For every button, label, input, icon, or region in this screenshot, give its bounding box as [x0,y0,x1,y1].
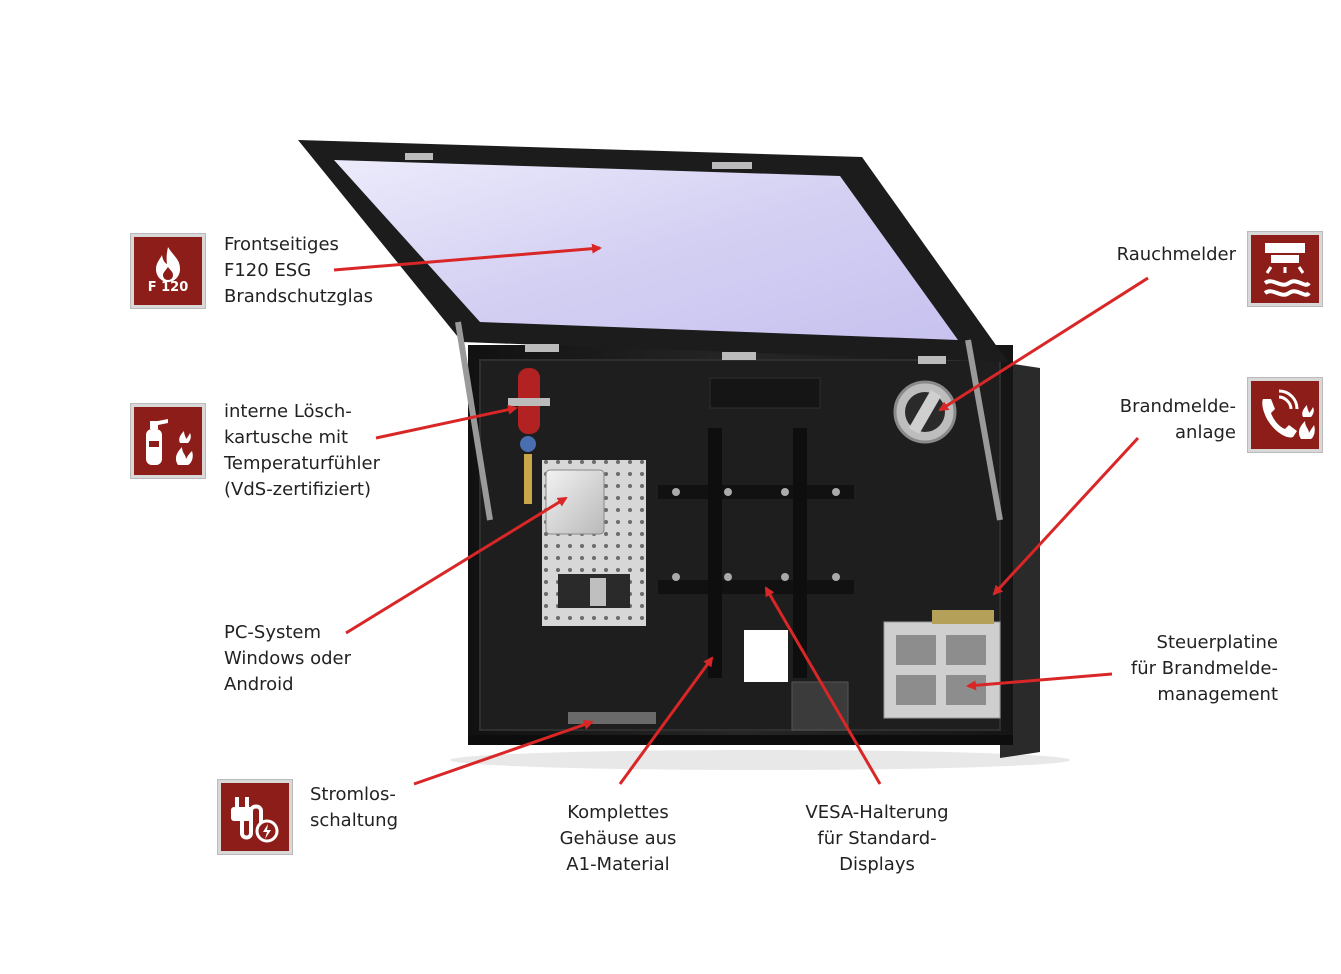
power-cutoff-strip [568,712,656,724]
label-vesa-line-3: Displays [839,854,915,875]
label-power: Stromlos- schaltung [310,782,398,834]
fire-phone-icon [1248,378,1322,452]
label-pc-line-2: Windows oder [224,648,351,669]
label-smoke-line-1: Rauchmelder [1116,244,1236,265]
arrow-power [413,719,594,786]
label-glass-line-2: F120 ESG [224,260,312,281]
arrow-glass [333,243,602,272]
label-glass: Frontseitiges F120 ESG Brandschutzglas [224,232,373,310]
gas-strut-right [965,339,1003,521]
label-board: Steuerplatine für Brandmelde- management [1100,630,1278,708]
label-pc-line-3: Android [224,674,294,695]
mounting-rail [709,377,821,409]
label-vesa-line-1: VESA-Halterung [805,802,949,823]
fire-icon: F 120 [131,234,205,308]
label-board-line-3: management [1157,684,1278,705]
label-board-line-2: für Brandmelde- [1130,658,1278,679]
arrow-extinguisher [375,404,518,440]
fire-icon-label: F 120 [147,280,189,295]
label-vesa-line-2: für Standard- [817,828,937,849]
label-alarm-line-1: Brandmelde- [1119,396,1236,417]
label-alarm-line-2: anlage [1175,422,1236,443]
label-glass-line-3: Brandschutzglas [224,286,374,307]
label-extinguisher-line-3: Temperaturfühler [224,453,380,474]
power-supply [791,681,849,731]
label-extinguisher: interne Lösch- kartusche mit Temperaturf… [224,399,380,503]
label-pc: PC-System Windows oder Android [224,620,351,698]
callout-arrows [333,243,1149,786]
label-housing: Komplettes Gehäuse aus A1-Material [548,800,688,878]
pc-panel [542,460,646,626]
label-extinguisher-line-2: kartusche mit [224,427,349,448]
arrow-alarm [992,436,1140,596]
label-power-line-2: schaltung [310,810,399,831]
label-housing-line-3: A1-Material [566,854,670,875]
floor-shadow [450,750,1070,770]
label-glass-line-1: Frontseitiges [224,234,339,255]
plug-icon [218,780,292,854]
label-housing-line-2: Gehäuse aus [559,828,677,849]
label-alarm: Brandmelde- anlage [1080,394,1236,446]
arrow-pc [345,496,568,635]
arrow-vesa [764,586,882,785]
arrow-smoke [938,276,1149,412]
smoke-detector-icon [1248,232,1322,306]
smoke-detector [893,380,957,444]
label-smoke: Rauchmelder [1080,242,1236,268]
arrow-board [966,672,1113,691]
label-extinguisher-line-4: (VdS-zertifiziert) [224,479,372,500]
glass-pane [334,160,958,340]
extinguisher-icon [131,404,205,478]
gas-strut-left [455,321,493,521]
label-extinguisher-line-1: interne Lösch- [224,401,352,422]
cable-cutout [744,630,788,682]
arrow-housing [618,656,714,785]
extinguisher-cartridge [508,368,550,504]
label-pc-line-1: PC-System [224,622,322,643]
label-housing-line-1: Komplettes [567,802,669,823]
label-power-line-1: Stromlos- [310,784,396,805]
label-board-line-1: Steuerplatine [1156,632,1278,653]
label-vesa: VESA-Halterung für Standard- Displays [792,800,962,878]
lid-frame [298,140,1008,364]
control-board [883,610,1001,719]
vesa-bracket [658,428,854,678]
